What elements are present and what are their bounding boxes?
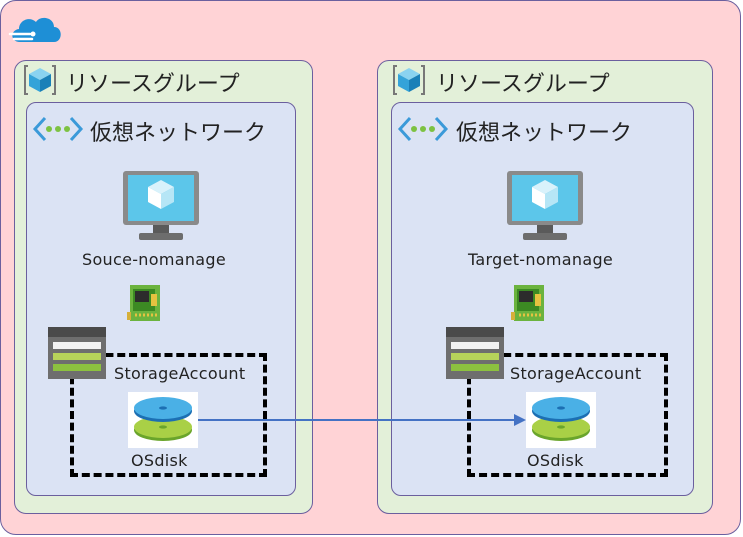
storage-account-icon xyxy=(48,327,106,379)
resource-group-cube-icon xyxy=(393,65,425,95)
managed-disk-icon xyxy=(526,392,596,448)
virtual-machine-monitor-icon xyxy=(123,171,199,240)
azure-cloud-icon xyxy=(8,17,61,42)
storage-account-icon xyxy=(446,327,504,379)
vnet-right-label: 仮想ネットワーク xyxy=(456,121,633,146)
os-disk-right-label: OSdisk xyxy=(527,451,584,470)
vnet-left-label: 仮想ネットワーク xyxy=(90,121,267,146)
managed-disk-icon xyxy=(128,392,198,448)
resource-group-cube-icon xyxy=(24,65,56,95)
vm-name-right: Target-nomanage xyxy=(468,250,614,269)
network-interface-card-icon xyxy=(511,285,544,321)
storage-account-boundary-left xyxy=(70,353,267,477)
resource-group-right-label: リソースグループ xyxy=(436,72,610,97)
virtual-network-icon xyxy=(32,116,84,142)
os-disk-left-label: OSdisk xyxy=(131,451,188,470)
storage-account-boundary-right xyxy=(467,353,668,477)
vm-name-left: Souce-nomanage xyxy=(82,250,226,269)
network-interface-card-icon xyxy=(127,285,160,321)
virtual-machine-monitor-icon xyxy=(507,171,583,240)
virtual-network-icon xyxy=(397,116,449,142)
storage-account-right-label: StorageAccount xyxy=(510,364,642,383)
resource-group-left-label: リソースグループ xyxy=(66,72,240,97)
storage-account-left-label: StorageAccount xyxy=(114,364,246,383)
